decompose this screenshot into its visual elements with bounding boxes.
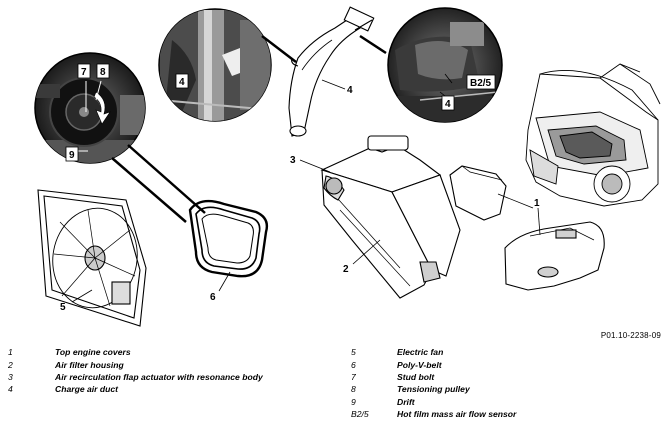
- air-filter-housing: [320, 135, 461, 299]
- callout-9: 9: [69, 150, 75, 161]
- callout-1: 1: [534, 198, 540, 209]
- callout-8-box: [96, 63, 110, 79]
- callout-6: 6: [210, 292, 216, 303]
- callout-b2-5-box: [466, 74, 496, 90]
- electric-fan: [37, 189, 147, 327]
- callout-2: 2: [343, 264, 349, 275]
- callout-7: 7: [81, 67, 87, 78]
- callout-labels: 1 2 3 4 5 6 7 8 9 4 B2/5 4: [60, 63, 540, 313]
- figure-code: P01.10-2238-09: [600, 331, 661, 340]
- charge-air-duct: [288, 6, 375, 137]
- top-engine-covers: [449, 165, 605, 291]
- poly-v-belt: [188, 199, 269, 278]
- callout-3: 3: [290, 155, 296, 166]
- callout-4-duct: 4: [347, 85, 353, 96]
- callout-b2-5: B2/5: [470, 78, 492, 89]
- callout-9-box: [65, 146, 79, 162]
- car-illustration: [525, 63, 661, 207]
- callout-5: 5: [60, 302, 66, 313]
- detail-circle-charge-air-duct: [158, 8, 272, 122]
- callout-7-box: [77, 63, 91, 79]
- callout-4-left: 4: [179, 77, 185, 88]
- callout-4-right-box: [441, 95, 455, 111]
- callout-8: 8: [100, 67, 106, 78]
- callout-4-right: 4: [445, 99, 451, 110]
- callout-4-left-box: [175, 73, 189, 89]
